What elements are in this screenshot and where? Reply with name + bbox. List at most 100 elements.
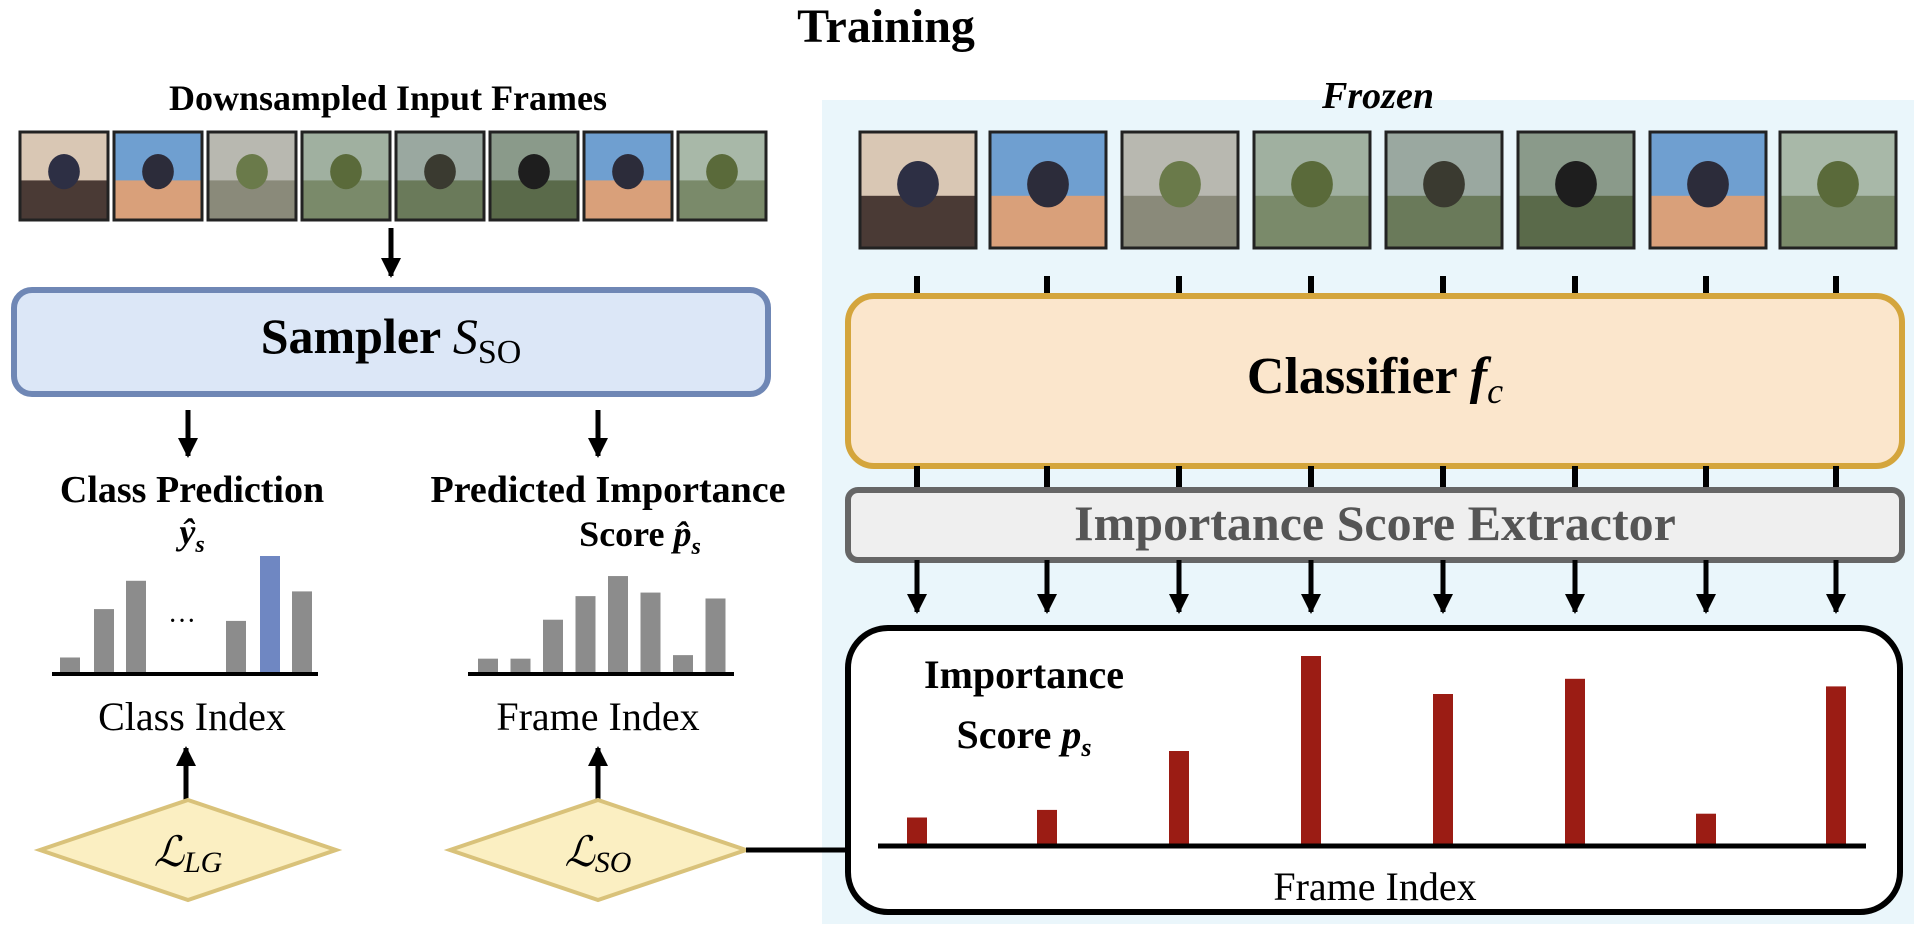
classifier-box [845,293,1905,469]
left-frame-5 [394,130,486,222]
frame-subject [330,154,362,190]
extractor-label: Importance Score Extractor [1074,495,1676,551]
left-frame-1 [18,130,110,222]
importance-bar-5 [1433,694,1453,846]
importance-score-label: Importance [924,652,1124,697]
importance-bar-3 [1169,751,1189,846]
frame-border [1252,130,1372,250]
importance-bar-7 [1696,813,1716,846]
right-frame-8 [1778,130,1898,250]
left-frame-2 [112,130,204,222]
frame-border [1778,130,1898,250]
extractor-box [845,487,1905,563]
frame-border [988,130,1108,250]
diagram-title: Training [797,0,975,53]
class-prediction-label: Class Prediction [60,469,324,511]
frozen-label: Frozen [1321,75,1434,117]
frame-border [18,130,110,222]
predicted-importance-label: Predicted Importance [431,469,786,511]
right-frame-2 [988,130,1108,250]
class-bar-5 [260,556,280,674]
frame-border [1120,130,1240,250]
left-frame-4 [300,130,392,222]
loss-so-label: ℒSO [565,830,632,879]
frame-border [112,130,204,222]
pred-bar-1 [478,658,498,674]
extractor-to-score-arrows [907,560,1846,614]
pred-bar-6 [640,592,661,674]
frame-subject [1555,161,1597,208]
frame-subject [1817,161,1859,208]
importance-axis-label: Frame Index [1273,864,1476,909]
class-bar-1 [60,657,80,674]
left-frame-7 [582,130,674,222]
class-bar-4 [226,620,246,674]
class-bar-6 [292,591,312,674]
frame-border [1384,130,1504,250]
frame-border [1516,130,1636,250]
importance-score-chart [907,656,1846,846]
loss-lg-label: ℒLG [154,830,223,879]
frame-to-classifier-links [914,276,1839,296]
pred-bar-5 [608,576,628,674]
frame-subject [1159,161,1201,208]
pred-bar-4 [575,596,596,674]
class-bar-3 [126,580,146,674]
frame-border [676,130,768,222]
frame-subject [1687,161,1729,208]
right-frame-4 [1252,130,1372,250]
frame-border [206,130,298,222]
class-ellipsis: ··· [168,606,196,637]
frame-subject [236,154,268,190]
classifier-label: Classifier fc [1247,348,1503,411]
class-axis-label: Class Index [98,694,286,739]
right-frame-5 [1384,130,1504,250]
right-frame-6 [1516,130,1636,250]
right-frame-1 [858,130,978,250]
frame-subject [706,154,738,190]
frame-subject [1291,161,1333,208]
sampler-label: Sampler SSO [261,308,522,371]
pred-bar-2 [510,658,531,674]
importance-bar-2 [1037,809,1057,846]
right-frame-3 [1120,130,1240,250]
left-frame-8 [676,130,768,222]
frame-border [488,130,580,222]
importance-bar-8 [1826,686,1846,846]
importance-bar-1 [907,817,927,846]
predicted-importance-symbol: Score p̂s [579,514,701,560]
left-frame-6 [488,130,580,222]
importance-bar-4 [1301,656,1321,846]
importance-score-symbol: Score ps [957,712,1092,762]
pred-bar-8 [705,598,726,674]
frame-border [858,130,978,250]
frame-subject [48,154,80,190]
loss-so-diamond [443,797,753,903]
frame-subject [1423,161,1465,208]
left-frame-3 [206,130,298,222]
input-frames-label: Downsampled Input Frames [169,78,607,118]
frame-subject [142,154,174,190]
classifier-to-extractor-links [914,466,1839,490]
class-bar-2 [94,609,114,674]
pred-axis-label: Frame Index [496,694,699,739]
loss-lg-diamond [33,797,343,903]
frozen-input-frames [858,130,1898,250]
sampler-box [11,287,771,397]
predicted-importance-chart [478,576,726,674]
frame-subject [424,154,456,190]
frame-border [582,130,674,222]
frame-border [300,130,392,222]
importance-score-box [845,625,1903,915]
frame-subject [897,161,939,208]
class-prediction-symbol: ŷs [175,512,204,558]
class-prediction-chart [60,556,312,674]
right-frame-7 [1648,130,1768,250]
downsampled-frames [18,130,768,222]
frame-border [394,130,486,222]
frame-subject [612,154,644,190]
frame-subject [518,154,550,190]
pred-bar-7 [673,655,693,674]
pred-bar-3 [543,619,563,674]
